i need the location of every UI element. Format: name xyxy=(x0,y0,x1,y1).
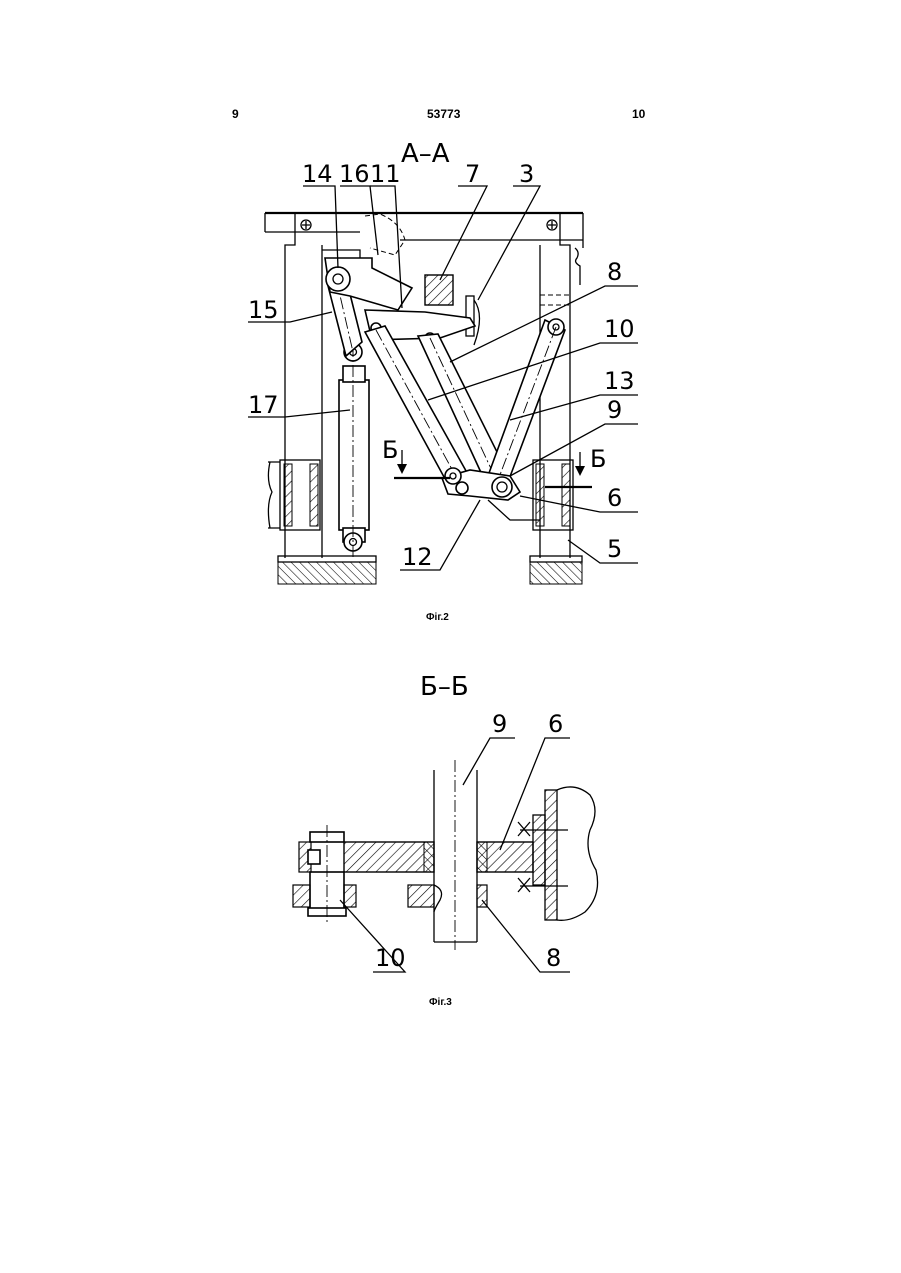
fig2-label-3: 3 xyxy=(519,160,534,188)
fig3-label-8: 8 xyxy=(546,944,561,972)
fig2-label-6: 6 xyxy=(607,484,622,512)
fig2-label-16: 16 xyxy=(339,160,370,188)
shaft-9 xyxy=(434,760,477,950)
fig3-label-10: 10 xyxy=(375,944,406,972)
hydraulic-cylinder xyxy=(339,343,369,560)
section-marker-left: Б xyxy=(382,436,398,464)
fig2-label-14: 14 xyxy=(302,160,333,188)
fig3-section-title: Б–Б xyxy=(420,672,469,702)
left-side-box xyxy=(268,460,320,530)
fig2-caption: Фіг.2 xyxy=(426,612,449,623)
figure-3: Б–Б xyxy=(293,672,598,972)
fig2-section-title: А–А xyxy=(401,139,450,169)
fig3-label-6: 6 xyxy=(548,710,563,738)
arm-13 xyxy=(485,319,565,490)
fig2-label-11: 11 xyxy=(370,160,401,188)
fig3-label-9: 9 xyxy=(492,710,507,738)
fig2-label-15: 15 xyxy=(248,296,279,324)
fig3-caption: Фіг.3 xyxy=(429,997,452,1008)
plate-6 xyxy=(344,842,533,872)
component-7 xyxy=(425,275,453,305)
fig2-label-12: 12 xyxy=(402,543,433,571)
fig2-label-7: 7 xyxy=(465,160,480,188)
fig2-label-8: 8 xyxy=(607,258,622,286)
part-8 xyxy=(408,885,487,912)
right-foundation xyxy=(530,556,582,584)
fig2-label-9: 9 xyxy=(607,396,622,424)
fig2-label-17: 17 xyxy=(248,391,279,419)
frame-top-beam xyxy=(265,213,583,285)
lower-hub xyxy=(442,468,540,520)
section-marker-right: Б xyxy=(590,445,606,473)
fig2-label-5: 5 xyxy=(607,535,622,563)
pin-10 xyxy=(293,825,356,925)
fig2-label-10: 10 xyxy=(604,315,635,343)
fig2-label-13: 13 xyxy=(604,367,635,395)
figure-2: А–А xyxy=(248,139,638,584)
left-foundation xyxy=(278,556,376,584)
